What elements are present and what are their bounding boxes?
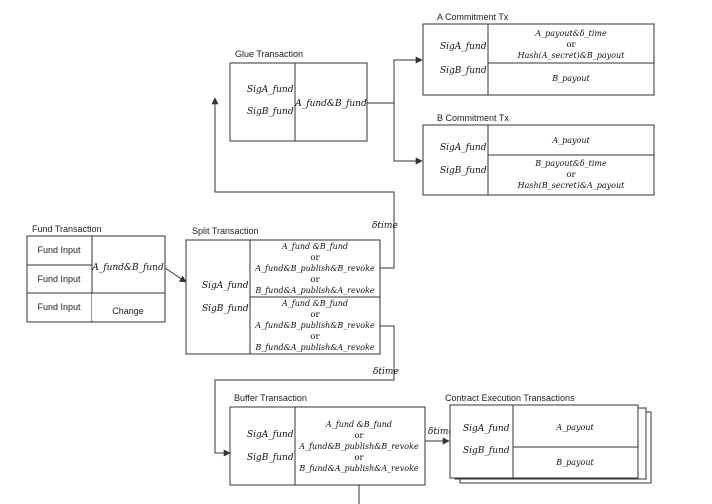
arrow-split-to-glue xyxy=(211,97,395,269)
contract-title: Contract Execution Transactions xyxy=(445,393,575,403)
contract-sig-b: SigB_fund xyxy=(463,446,510,456)
fund-title: Fund Transaction xyxy=(32,224,102,234)
buffer-transaction: Buffer Transaction SigA_fund SigB_fund A… xyxy=(229,393,426,486)
split-out2-line2: or xyxy=(310,310,320,320)
buffer-out-line1: A_fund &B_fund xyxy=(325,420,392,429)
a-commitment-sig-b: SigB_fund xyxy=(440,66,487,76)
a-commitment-out1-line1: A_payout&δ_time xyxy=(534,29,607,38)
fund-output: A_fund&B_fund xyxy=(91,263,164,273)
glue-sig-a: SigA_fund xyxy=(247,85,294,95)
split-out1-line3: A_fund&B_publish&B_revoke xyxy=(254,264,375,273)
contract-out1: A_payout xyxy=(555,423,594,432)
fund-input-1: Fund Input xyxy=(37,245,81,255)
delay-label-buffer-contract: δtime xyxy=(428,427,454,437)
split-out1-line1: A_fund &B_fund xyxy=(281,242,348,251)
a-commitment-out1-line3: Hash(A_secret)&B_payout xyxy=(517,51,625,60)
b-commitment-out2-line3: Hash(B_secret)&A_payout xyxy=(517,181,625,190)
a-commitment-sig-a: SigA_fund xyxy=(440,42,487,52)
b-commitment-out2-line2: or xyxy=(566,170,576,180)
a-commitment-tx: A Commitment Tx SigA_fund SigB_fund A_pa… xyxy=(422,12,655,96)
b-commitment-title: B Commitment Tx xyxy=(437,113,509,123)
split-out1-line5: B_fund&A_publish&A_revoke xyxy=(254,286,375,295)
glue-title: Glue Transaction xyxy=(235,49,303,59)
buffer-out-line3: A_fund&B_publish&B_revoke xyxy=(298,442,419,451)
split-out1-line2: or xyxy=(310,253,320,263)
glue-transaction: Glue Transaction SigA_fund SigB_fund A_f… xyxy=(229,49,368,142)
a-commitment-out1-line2: or xyxy=(566,40,576,50)
contract-out2: B_payout xyxy=(555,458,594,467)
arrow-glue-to-a-commitment xyxy=(393,56,423,103)
glue-sig-b: SigB_fund xyxy=(247,107,294,117)
split-out2-line5: B_fund&A_publish&A_revoke xyxy=(254,343,375,352)
fund-input-2: Fund Input xyxy=(37,274,81,284)
buffer-title: Buffer Transaction xyxy=(234,393,307,403)
contract-execution-transactions: Contract Execution Transactions SigA_fun… xyxy=(445,393,652,484)
split-sig-b: SigB_fund xyxy=(202,304,249,314)
fund-change: Change xyxy=(112,306,144,316)
b-commitment-tx: B Commitment Tx SigA_fund SigB_fund A_pa… xyxy=(422,113,655,196)
delay-label-split-buffer: δtime xyxy=(373,367,399,377)
fund-transaction: Fund Transaction Fund Input Fund Input F… xyxy=(26,224,166,323)
buffer-sig-a: SigA_fund xyxy=(247,430,294,440)
arrow-fund-to-split xyxy=(164,267,187,283)
split-out2-line4: or xyxy=(310,332,320,342)
a-commitment-out2: B_payout xyxy=(551,74,590,83)
contract-sig-a: SigA_fund xyxy=(463,424,510,434)
buffer-out-line4: or xyxy=(354,453,364,463)
a-commitment-title: A Commitment Tx xyxy=(437,12,509,22)
arrow-split-to-buffer xyxy=(214,325,395,457)
split-transaction: Split Transaction SigA_fund SigB_fund A_… xyxy=(185,226,381,355)
buffer-sig-b: SigB_fund xyxy=(247,453,294,463)
split-title: Split Transaction xyxy=(192,226,259,236)
split-out1-line4: or xyxy=(310,275,320,285)
delay-label-split-glue: δtime xyxy=(372,221,398,231)
split-sig-a: SigA_fund xyxy=(202,281,249,291)
b-commitment-out2-line1: B_payout&δ_time xyxy=(534,159,607,168)
buffer-out-line5: B_fund&A_publish&A_revoke xyxy=(298,464,419,473)
glue-output: A_fund&B_fund xyxy=(294,99,367,109)
split-out2-line1: A_fund &B_fund xyxy=(281,299,348,308)
b-commitment-sig-a: SigA_fund xyxy=(440,143,487,153)
split-out2-line3: A_fund&B_publish&B_revoke xyxy=(254,321,375,330)
buffer-out-line2: or xyxy=(354,431,364,441)
b-commitment-out1: A_payout xyxy=(551,136,590,145)
fund-input-3: Fund Input xyxy=(37,302,81,312)
arrow-glue-to-b-commitment xyxy=(393,103,423,165)
connectors xyxy=(164,56,450,504)
b-commitment-sig-b: SigB_fund xyxy=(440,166,487,176)
